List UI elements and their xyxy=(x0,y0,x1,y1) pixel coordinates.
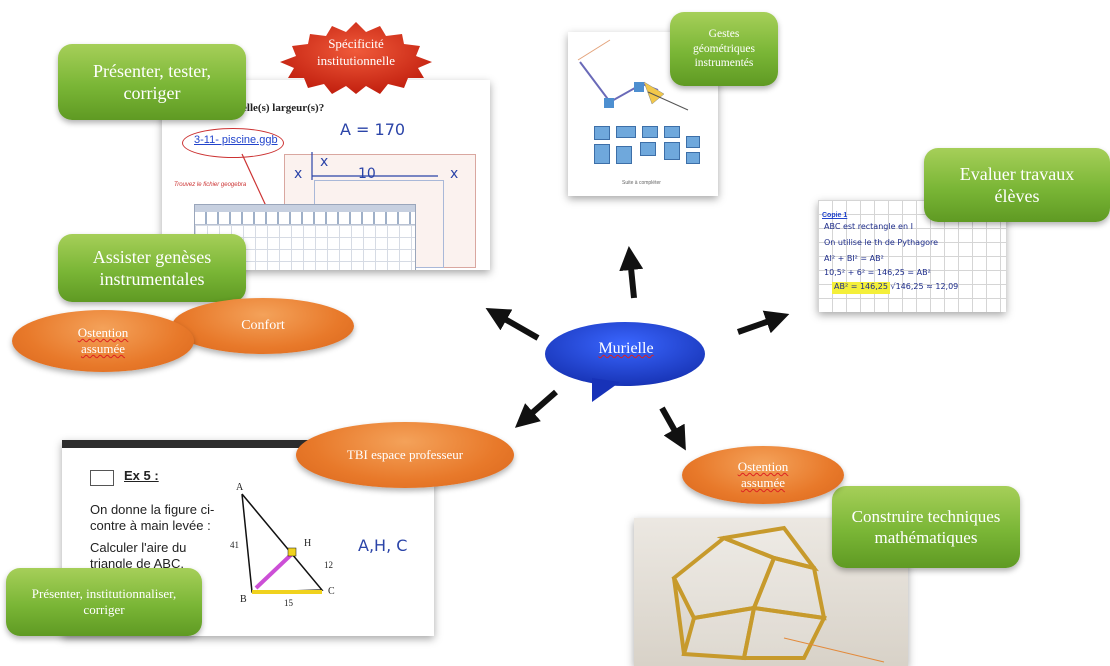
vertex-a: A xyxy=(236,482,244,493)
arrow-right xyxy=(737,310,790,335)
doc-piscine-lines xyxy=(241,152,438,207)
label-tbi: TBI espace professeur xyxy=(296,422,514,488)
label-assister: Assister genèses instrumentales xyxy=(58,234,246,302)
eval-highlight xyxy=(832,282,890,294)
eval-line1: ABC est rectangle en I xyxy=(824,222,913,231)
hand-10: 10 xyxy=(358,166,376,182)
center-label: Murielle xyxy=(598,340,654,357)
geogebra-toolbar[interactable] xyxy=(195,212,415,225)
label-ostention-1-text: Ostention assumée xyxy=(77,324,129,356)
doc-piscine: ai, de quelle(s) largeur(s)? 3-11- pisci… xyxy=(162,80,490,270)
eval-line4: 10,5² + 6² = 146,25 = AB² xyxy=(824,268,931,277)
side-12: 12 xyxy=(324,560,333,570)
vertex-c: C xyxy=(328,586,335,597)
gestes-caption: Suite à compléter xyxy=(622,180,661,186)
hand-area: A = 170 xyxy=(340,120,406,139)
arrow-up xyxy=(619,246,644,299)
label-ostention-2: Ostention assumée xyxy=(682,446,844,504)
center-bubble xyxy=(545,322,705,402)
label-gestes: Gestes géométriques instrumentés xyxy=(670,12,778,86)
red-note: Trouvez le fichier geogebra xyxy=(174,182,247,188)
label-presenter-inst: Présenter, institutionnaliser, corriger xyxy=(6,568,202,636)
ex-line4: triangle de ABC. xyxy=(90,556,184,571)
link-ellipse[interactable] xyxy=(182,128,284,158)
label-presenter-tester: Présenter, tester, corriger xyxy=(58,44,246,120)
eval-line2: On utilise le th de Pythagore xyxy=(824,238,939,247)
vertex-b: B xyxy=(240,594,247,605)
gestes-buttons xyxy=(594,126,704,176)
label-ostention-1: Ostention assumée xyxy=(12,310,194,372)
geogebra-titlebar xyxy=(195,205,415,212)
starburst-shape xyxy=(280,22,432,94)
ex-line2: contre à main levée : xyxy=(90,518,211,533)
polyhedron-figure xyxy=(671,525,885,663)
hand-x2: x xyxy=(294,166,303,182)
ex-handwriting: A,H, C xyxy=(358,536,408,555)
label-ostention-2-text: Ostention assumée xyxy=(737,458,789,490)
doc-3d-structure xyxy=(634,518,908,666)
eval-line3: AI² + BI² = AB² xyxy=(824,254,884,263)
doc-eval: Copie 1 ABC est rectangle en I On utilis… xyxy=(818,200,1006,312)
ggb-link[interactable]: 3-11- piscine.ggb xyxy=(194,134,278,146)
triangle-figure xyxy=(241,493,324,594)
vertex-h: H xyxy=(304,538,312,549)
label-specificite: Spécificité institutionnelle xyxy=(317,36,395,68)
gestes-figure xyxy=(577,39,689,111)
eval-heading: Copie 1 xyxy=(822,212,848,219)
label-confort: Confort xyxy=(172,298,354,354)
eval-line5: AB² = 146,25 √146,25 ≈ 12,09 xyxy=(834,282,959,291)
arrow-down-left xyxy=(514,389,558,428)
arrow-up-left xyxy=(485,308,540,341)
hand-x3: x xyxy=(450,166,459,182)
side-41: 41 xyxy=(230,540,239,550)
side-15: 15 xyxy=(284,598,293,608)
ex-checkbox xyxy=(90,470,114,486)
ex-title: Ex 5 : xyxy=(124,468,159,483)
label-evaluer: Evaluer travaux élèves xyxy=(924,148,1110,222)
arrow-down-right xyxy=(659,406,686,451)
ex-line1: On donne la figure ci- xyxy=(90,502,215,517)
doc-exercise-header xyxy=(62,440,434,448)
ex-line3: Calculer l'aire du xyxy=(90,540,187,555)
label-construire: Construire techniques mathématiques xyxy=(832,486,1020,568)
hand-x1: x xyxy=(320,154,329,170)
